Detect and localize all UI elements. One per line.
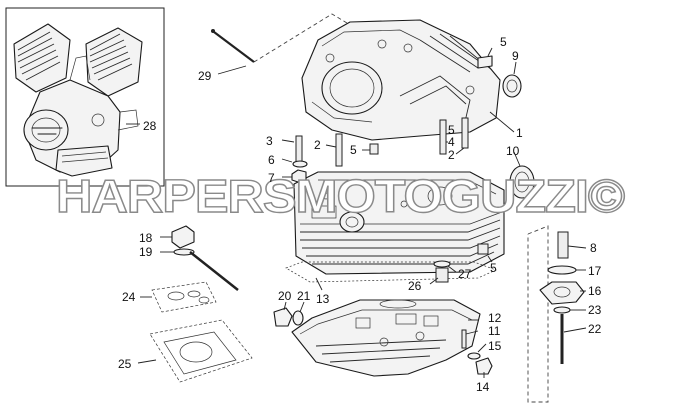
callout-8: 8 [590,241,597,255]
stud-part-3 [281,135,303,163]
stud-part-2-right [455,117,469,155]
washer-part-21 [292,301,305,326]
engine-illustration [13,23,143,177]
callout-5-center: 5 [350,143,357,157]
washer-part-15 [467,343,487,360]
watermark-text: HARPERSMOTOGUZZI© [56,170,625,222]
callout-9: 9 [512,49,519,63]
callout-5-low: 5 [490,261,497,275]
upper-crankcase [301,19,501,141]
callout-19: 19 [139,245,153,259]
stud-part-29 [211,29,255,75]
callout-2-left: 2 [314,138,321,152]
callout-2-right: 2 [448,148,455,162]
washer-part-23 [553,306,586,314]
washer-part-6 [281,158,308,168]
callout-3: 3 [266,134,273,148]
nut-part-7 [282,169,307,183]
bolt-part-11 [461,329,479,349]
callout-18: 18 [139,231,153,245]
stud-part-4 [439,119,448,155]
callout-5-top: 5 [500,35,507,49]
bush-part-5-top [477,47,493,69]
bush-part-5-right [477,243,493,263]
sensor-part-8 [557,231,587,259]
engine-inset [5,7,165,187]
callout-5-mid: 5 [448,123,455,137]
callout-13: 13 [316,292,330,306]
dowel-part-5-center [362,143,379,155]
dipstick-part-18 [160,225,195,249]
callout-12: 12 [488,311,502,325]
callout-17: 17 [588,264,602,278]
oring-part-17 [547,265,586,275]
callout-27: 27 [458,267,472,281]
stud-part-2-left [325,133,343,167]
gasket-part-13 [285,261,497,291]
seal-part-10 [509,151,535,199]
filter-part-26 [429,267,449,285]
callout-22: 22 [588,322,602,336]
callout-26: 26 [408,279,422,293]
drain-plug-part-14 [475,357,493,378]
callout-16: 16 [588,284,602,298]
callout-28: 28 [143,119,157,133]
callout-6: 6 [268,153,275,167]
callout-29: 29 [198,69,212,83]
callout-7: 7 [268,171,275,185]
callout-21: 21 [297,289,311,303]
gasket-kit-part-25 [137,319,253,383]
gasket-kit-part-24 [140,281,217,313]
oil-sump [291,299,481,377]
callout-11: 11 [488,324,501,338]
callout-labels: 28 29 3 6 7 2 5 5 9 5 4 2 1 10 8 5 27 26… [118,35,602,394]
callout-24: 24 [122,290,136,304]
oring-part-27 [433,260,457,273]
callout-10: 10 [506,144,520,158]
valve-part-16 [539,281,586,305]
plug-part-20 [273,301,293,327]
dipstick-rod-part-19 [160,248,239,291]
seal-part-9 [502,61,522,98]
callout-15: 15 [488,339,502,353]
lower-crankcase [293,171,505,275]
callout-14: 14 [476,380,490,394]
callout-1: 1 [516,126,523,140]
callout-20: 20 [278,289,292,303]
callout-25: 25 [118,357,132,371]
callout-4: 4 [448,135,455,149]
shaft-part-22 [560,314,587,364]
callout-23: 23 [588,303,602,317]
